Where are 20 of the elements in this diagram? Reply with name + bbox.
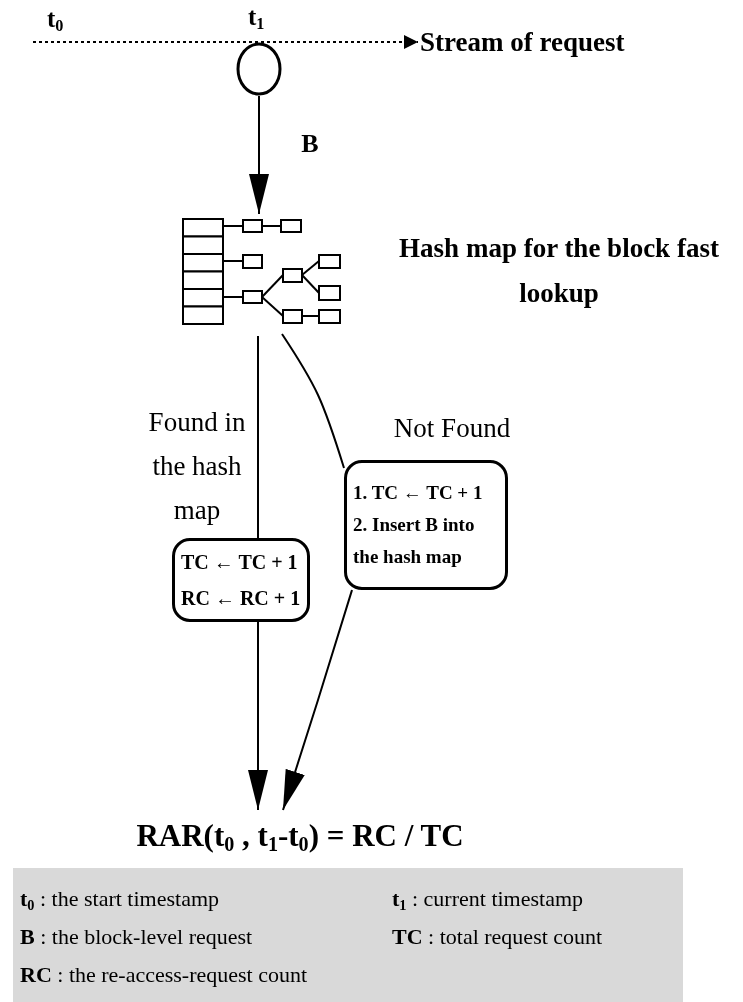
arrow	[248, 621, 268, 811]
arrow	[249, 95, 269, 215]
key-entry: RC : the re-access-request count	[20, 961, 308, 989]
edge-label: Found in the hash map	[147, 406, 247, 527]
timestamp-label: t$_{1}$	[248, 2, 265, 34]
formula: RAR(t$_{0}$ , t$_{1}$-t$_{0}$) = RC / TC	[135, 818, 465, 854]
node-label: Hash map for the block fast lookup	[398, 232, 720, 310]
key-entry: t$_{0}$ : the start timestamp	[20, 885, 219, 915]
arrow	[279, 589, 353, 811]
timestamp-label: t$_{0}$	[47, 4, 64, 36]
stream-label: Stream of request	[420, 26, 626, 58]
key-entry: t$_{1}$ : current timestamp	[392, 885, 584, 915]
request-circle	[236, 42, 282, 96]
edge-label: Not Found	[392, 412, 512, 445]
edge-label: B	[300, 128, 320, 160]
arrow	[32, 35, 419, 49]
process-box: TC ← TC + 1 RC ← RC + 1	[172, 538, 310, 622]
key-entry: B : the block-level request	[20, 923, 253, 951]
key-entry: TC : total request count	[392, 923, 603, 951]
process-box: 1. TC ← TC + 1 2. Insert B into the hash map	[344, 460, 508, 590]
